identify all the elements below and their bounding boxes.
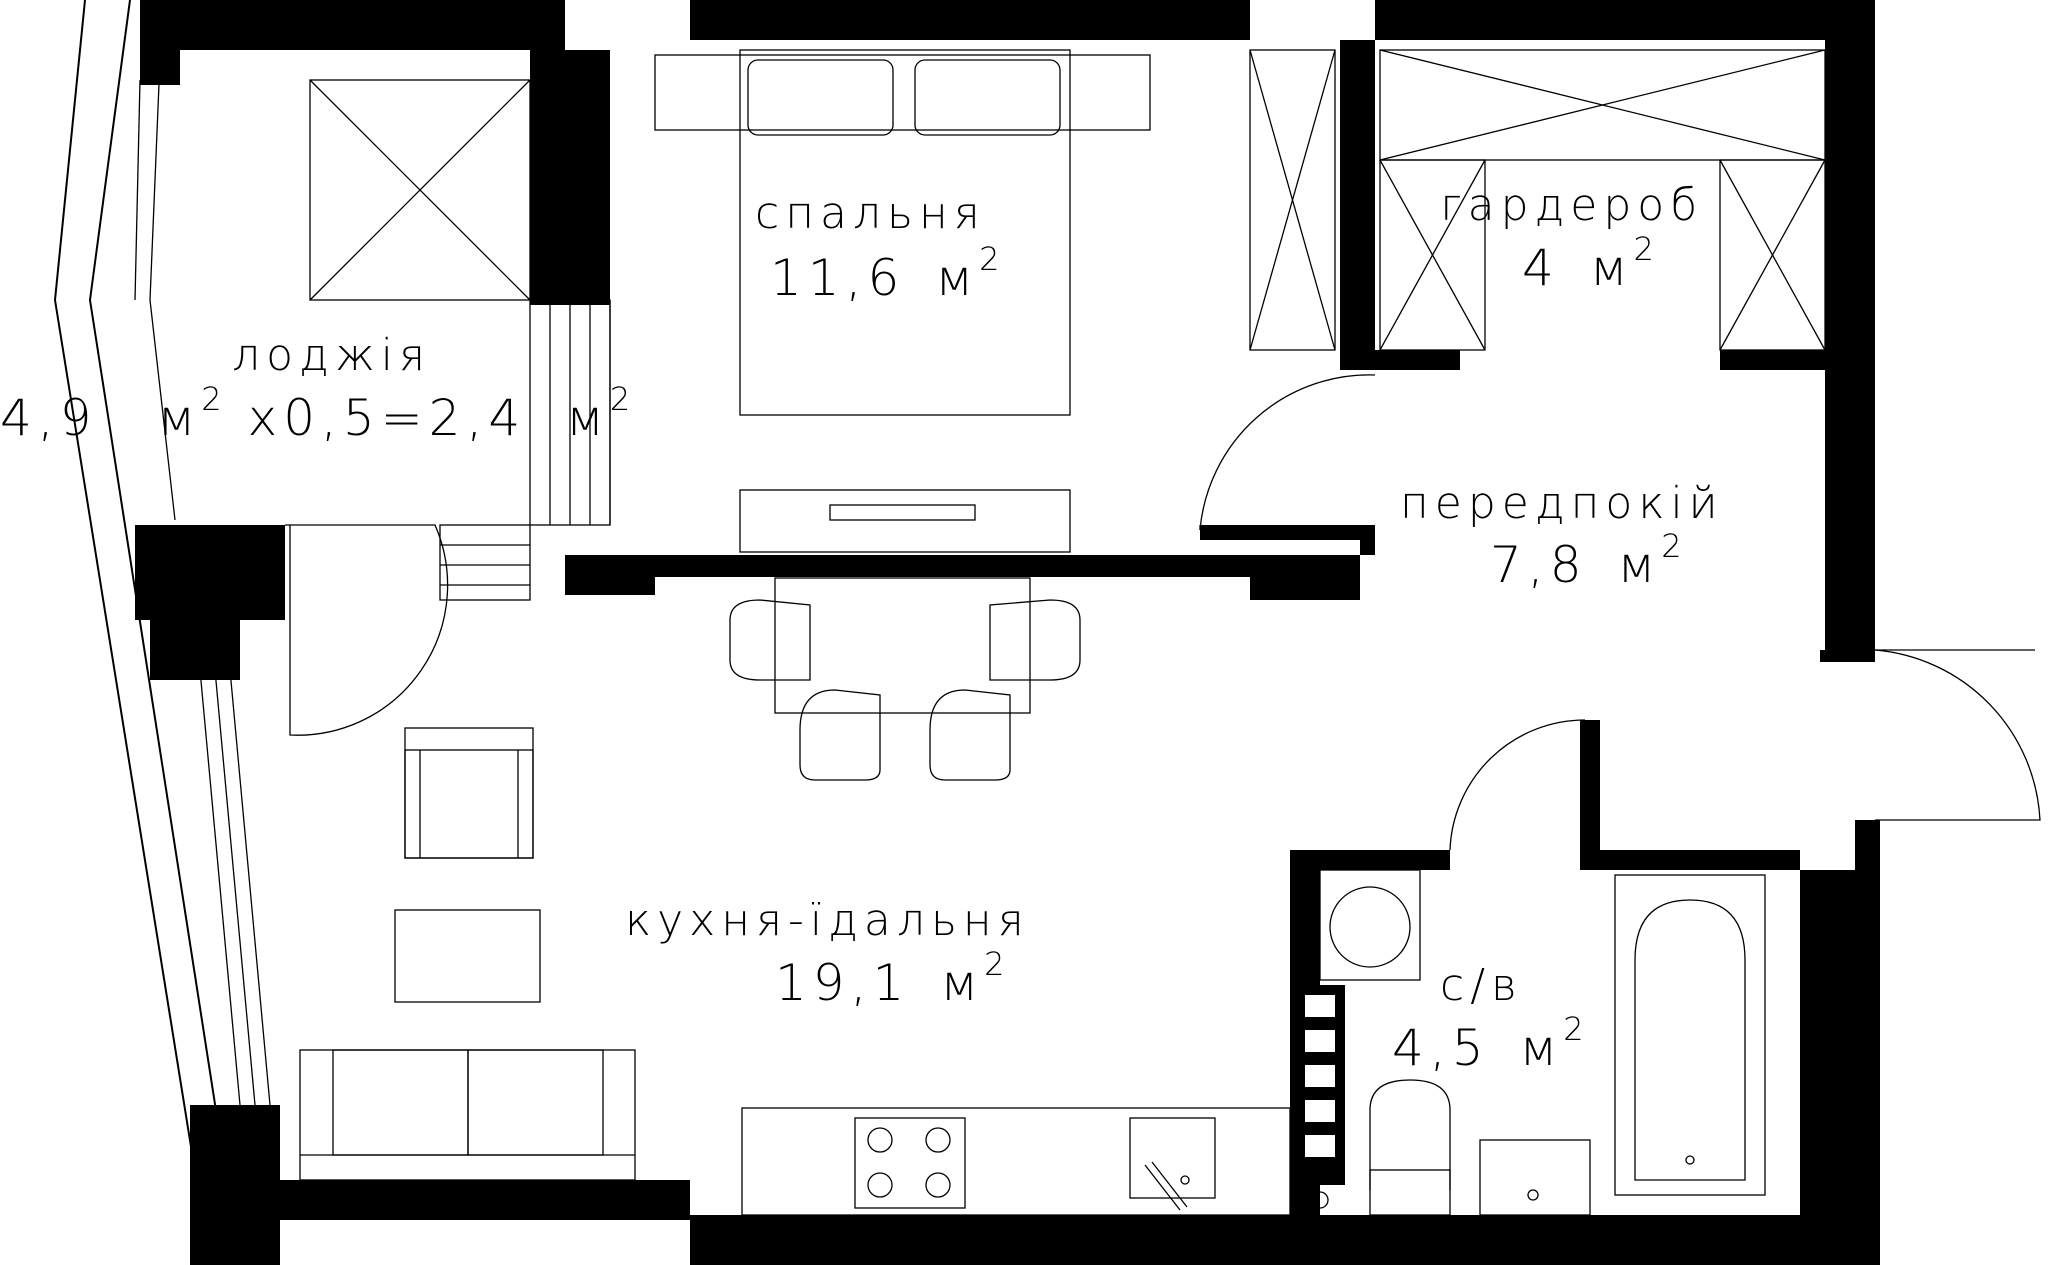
wardrobe-furniture	[1379, 49, 1826, 351]
kitchen-name: кухня-їдальня	[625, 895, 1030, 946]
loggia	[199, 79, 611, 1106]
bedroom-name: спальня	[755, 188, 986, 239]
bathroom-furniture	[1295, 869, 1766, 1216]
hallway-name: передпокій	[1400, 478, 1724, 529]
bathroom-name: с/в	[1440, 960, 1523, 1011]
walls	[135, 0, 1880, 1265]
loggia-name: лоджія	[232, 330, 431, 381]
facade-curve	[53, 0, 241, 1265]
kitchen-furniture	[299, 577, 1291, 1216]
hallway-doors	[1199, 374, 2041, 851]
bedroom-furniture	[654, 49, 1336, 553]
wardrobe-name: гардероб	[1440, 180, 1703, 231]
